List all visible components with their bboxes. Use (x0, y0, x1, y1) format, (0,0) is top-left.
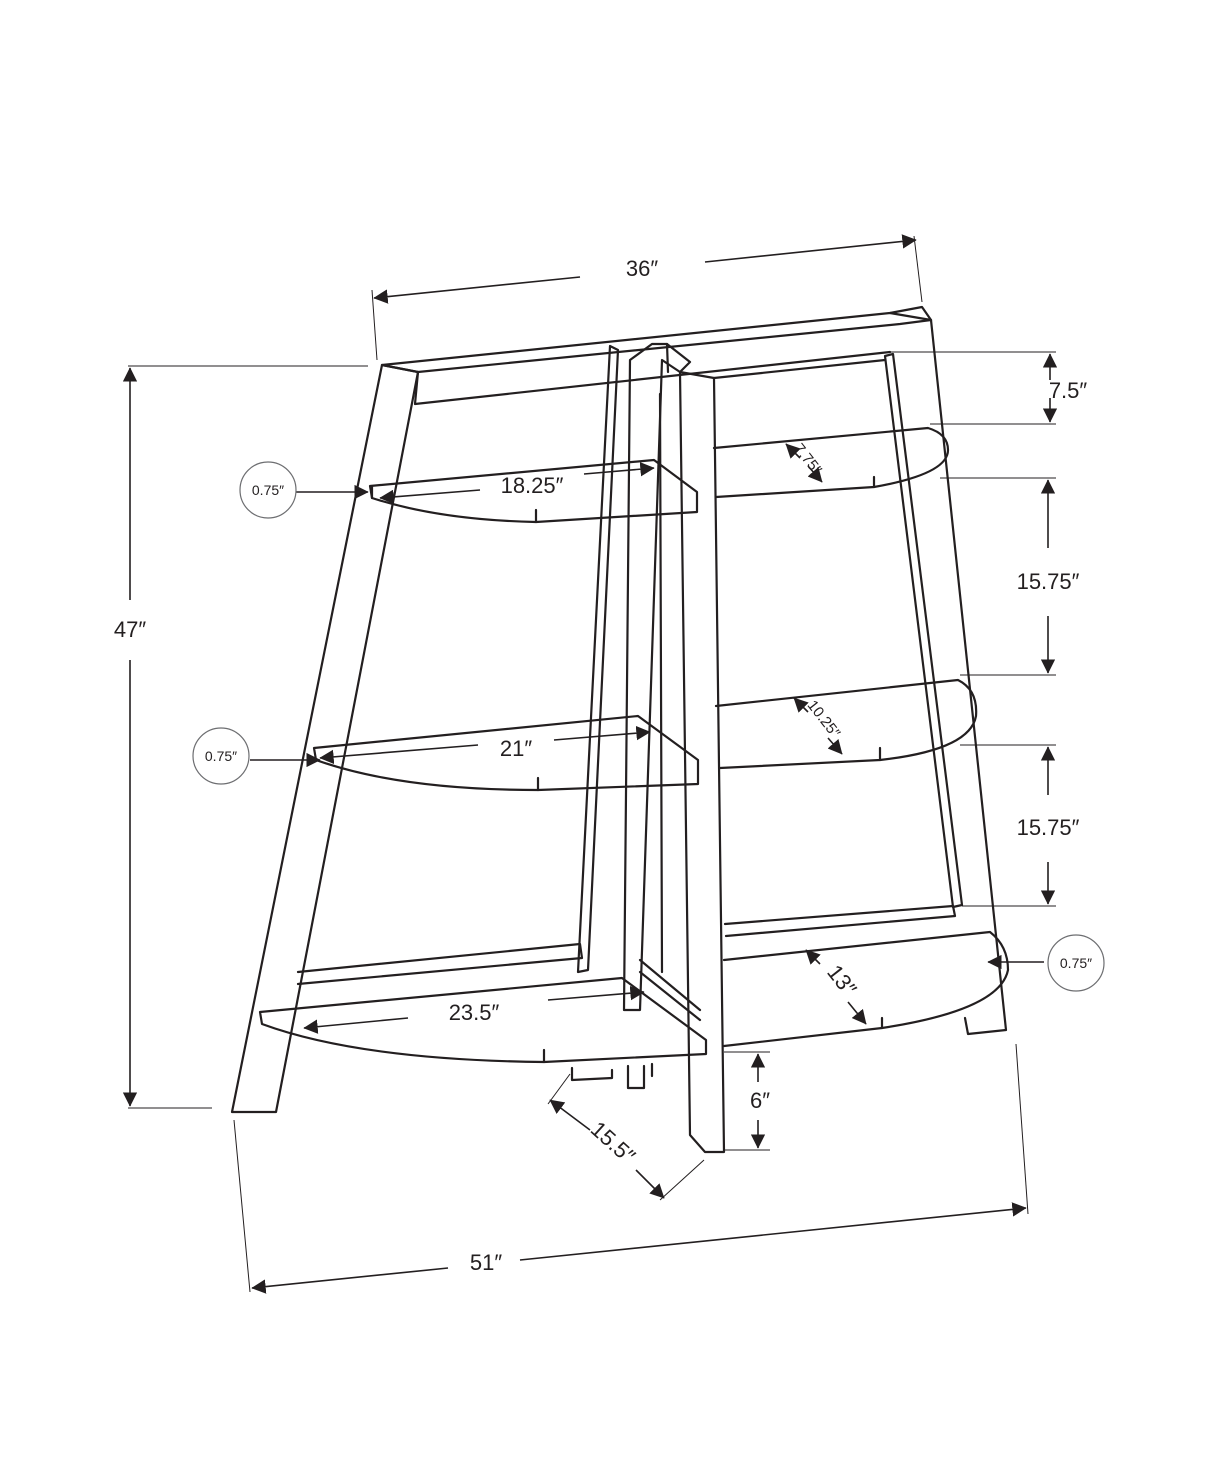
callout-circle-top (239, 461, 297, 519)
middle-shelf-width-label: 21″ (500, 736, 532, 761)
top-shelf-thickness-label: 0.75″ (252, 482, 284, 498)
center-foot (570, 1062, 654, 1090)
bottom-shelf-right (722, 930, 1010, 1048)
top-shelf-right (712, 426, 950, 499)
top-rail-inner (413, 350, 892, 406)
callout-circle-middle (192, 727, 250, 785)
top-gap-label: 7.5″ (1049, 378, 1088, 403)
upper-spacing-label: 15.75″ (1017, 569, 1080, 594)
leg-clearance-label: 6″ (750, 1088, 770, 1113)
thickness-callouts: 0.75″ 0.75″ 0.75″ (192, 461, 1105, 992)
upper-right-rear-rail (712, 358, 887, 380)
callout-circle-bottom (1047, 934, 1105, 992)
center-divider-mid (658, 342, 670, 974)
base-depth-label: 15.5″ (586, 1116, 640, 1169)
bottom-shelf-thickness-label: 0.75″ (1060, 955, 1092, 971)
center-divider-back (622, 342, 692, 1012)
inner-back-leg-right (883, 352, 964, 909)
bottom-shelf-depth-label: 13″ (822, 960, 862, 1001)
bottom-shelf-width-label: 23.5″ (449, 1000, 500, 1025)
center-divider-front (678, 370, 726, 1154)
middle-shelf-depth-label: 10.25″ (804, 697, 844, 742)
lower-back-rail-left (296, 942, 584, 986)
dimension-lines (122, 234, 1058, 1294)
lower-spacing-label: 15.75″ (1017, 815, 1080, 840)
middle-shelf-right (714, 678, 978, 770)
inner-back-leg-left (576, 344, 620, 974)
middle-shelf-left (312, 714, 700, 792)
left-front-leg (230, 363, 420, 1114)
right-front-leg (888, 311, 1008, 1036)
top-shelf-depth-label: 7.75″ (790, 440, 825, 478)
top-shelf-width-label: 18.25″ (501, 473, 564, 498)
middle-shelf-thickness-label: 0.75″ (205, 748, 237, 764)
overall-height-label: 47″ (114, 617, 146, 642)
top-rail (380, 305, 933, 374)
overall-width-label: 36″ (626, 256, 658, 281)
base-width-label: 51″ (470, 1250, 502, 1275)
bookcase-line-art (230, 305, 1010, 1154)
lower-back-rail-right (723, 904, 957, 938)
